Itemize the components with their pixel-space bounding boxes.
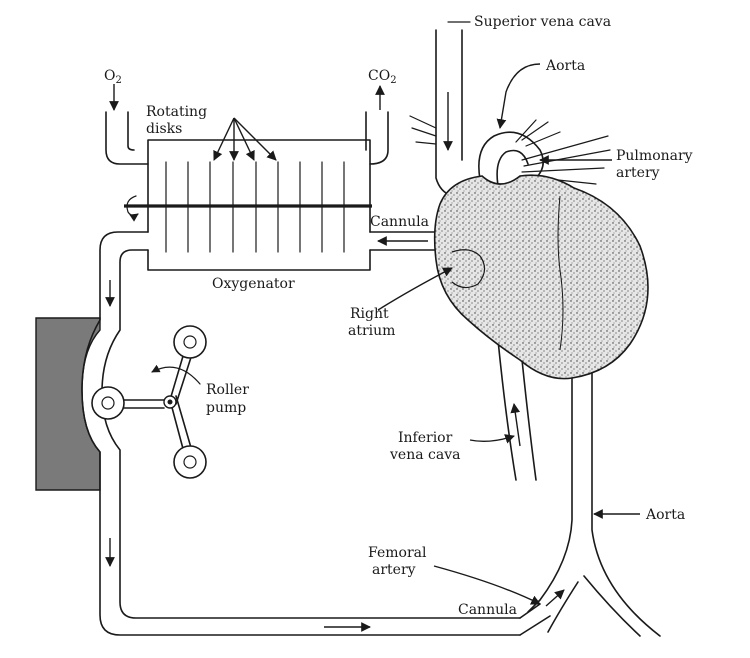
rotating-disks-pointers bbox=[213, 117, 277, 161]
cannula-top-label: Cannula bbox=[370, 214, 429, 230]
heart bbox=[433, 174, 649, 380]
roller-pump-label-line2: pump bbox=[206, 400, 246, 416]
inferior-vena-cava-label-line1: Inferior bbox=[398, 430, 453, 446]
cannula-bottom-label: Cannula bbox=[458, 602, 517, 618]
right-atrium-label-line2: atrium bbox=[348, 323, 395, 339]
roller-pump bbox=[91, 325, 207, 479]
pump-housing bbox=[35, 317, 101, 491]
oxygenator bbox=[105, 111, 441, 271]
roller-pump-label-line1: Roller bbox=[206, 382, 249, 398]
right-atrium bbox=[451, 249, 486, 289]
heart-groove bbox=[557, 195, 564, 351]
aorta-bottom-label: Aorta bbox=[645, 507, 685, 523]
co2-label: CO2 bbox=[368, 68, 397, 86]
leader-lines bbox=[377, 21, 640, 605]
oxygenator-label: Oxygenator bbox=[212, 276, 295, 292]
rotating-disks-label-line2: disks bbox=[146, 121, 182, 137]
pulmonary-artery-label-line2: artery bbox=[616, 165, 660, 181]
right-atrium-label-line1: Right bbox=[350, 306, 389, 322]
pulmonary-artery-label-line1: Pulmonary bbox=[616, 148, 693, 164]
inferior-vena-cava-label-line2: vena cava bbox=[389, 447, 460, 463]
superior-vena-cava-label: Superior vena cava bbox=[474, 14, 611, 30]
rotation-arrow-icon bbox=[126, 195, 139, 222]
femoral-artery-label-line1: Femoral bbox=[368, 545, 427, 561]
aorta-top-label: Aorta bbox=[545, 58, 585, 74]
rotating-disks-label-line1: Rotating bbox=[146, 104, 207, 120]
femoral-artery-label-line2: artery bbox=[372, 562, 416, 578]
o2-label: O2 bbox=[104, 68, 122, 86]
